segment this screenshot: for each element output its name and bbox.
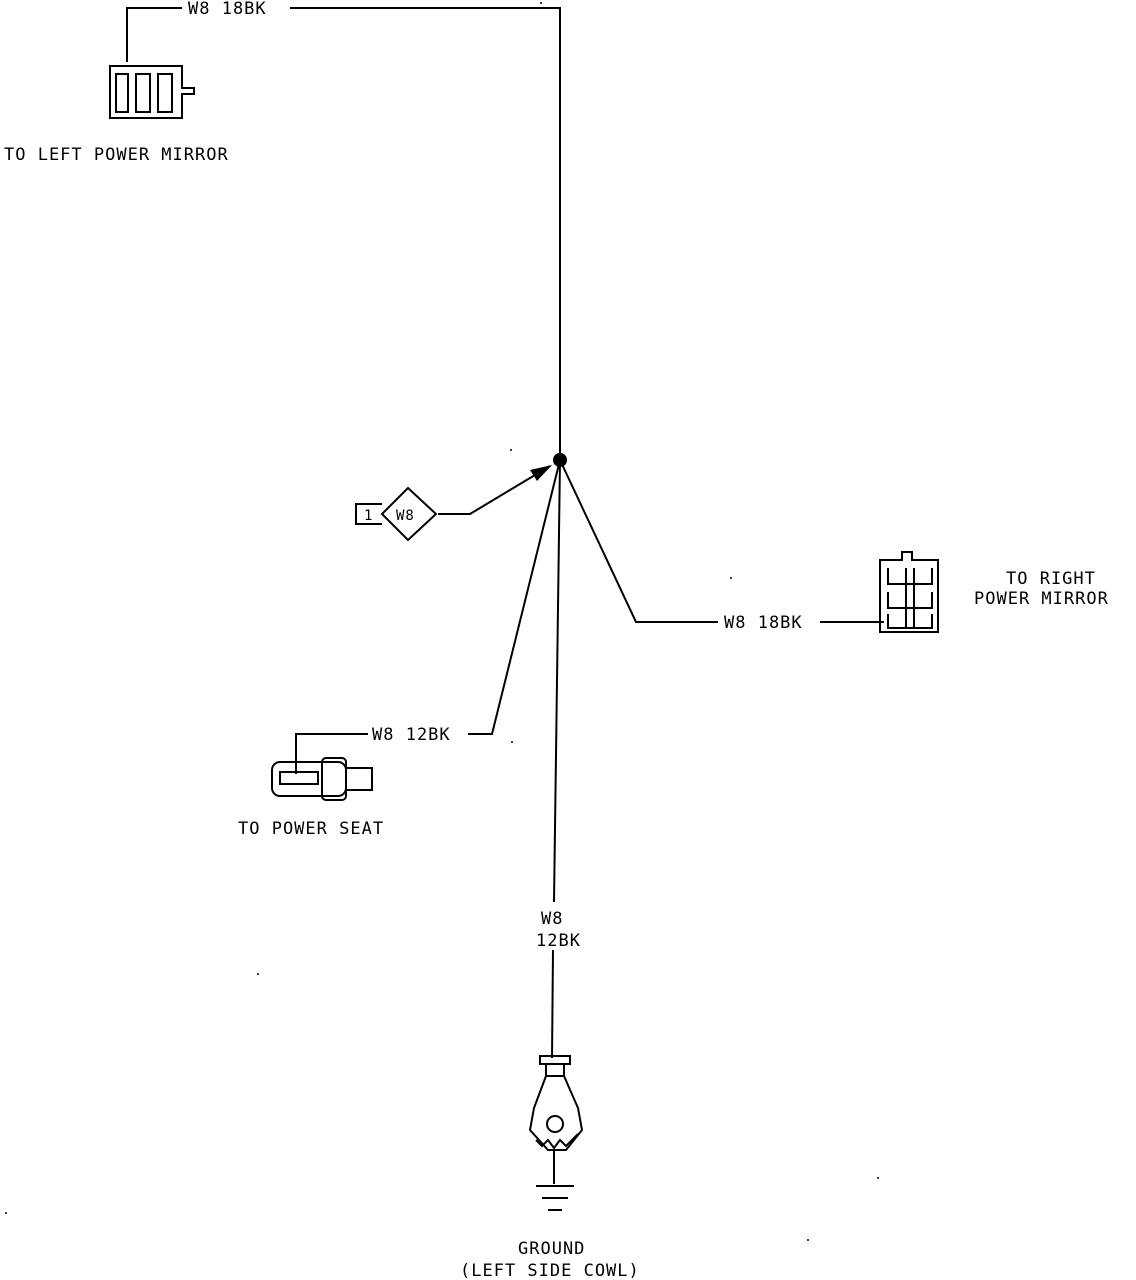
power-seat-wire-label: W8 12BK [372,725,451,745]
splice-pin-label: 1 [364,508,373,524]
right-mirror-label-line1: TO RIGHT [1006,569,1096,589]
left-mirror-wire-label: W8 18BK [188,0,267,19]
power-seat-connector-icon [271,757,373,801]
scan-specks [5,2,879,1241]
right-mirror-connector-icon [879,551,939,633]
wire-power-seat-end [295,733,368,774]
wire-right-mirror [559,459,718,623]
wire-left-mirror [126,7,182,62]
right-mirror-wire-label: W8 18BK [724,613,803,633]
ground-wire-label-line2: 12BK [536,931,581,951]
wire-left-mirror-trunk [290,7,561,460]
wires [126,7,884,1059]
wire-splice-feed [438,465,551,515]
left-mirror-connector-icon [109,65,195,119]
left-mirror-label: TO LEFT POWER MIRROR [4,145,229,165]
power-seat-label: TO POWER SEAT [238,819,384,839]
splice-connector-icon [355,486,438,542]
wire-power-seat [468,459,561,735]
ground-label-line2: (LEFT SIDE COWL) [460,1261,640,1280]
ground-wire-label-line1: W8 [541,909,563,929]
right-mirror-label-line2: POWER MIRROR [974,589,1109,609]
splice-junction-dot [553,453,567,467]
wire-ground-upper [553,459,561,903]
ground-icon [528,1055,584,1211]
ground-label-line1: GROUND [518,1239,585,1259]
wire-ground-lower [551,949,554,1059]
splice-arrow-head [530,465,552,481]
splice-id-label: W8 [396,508,415,524]
